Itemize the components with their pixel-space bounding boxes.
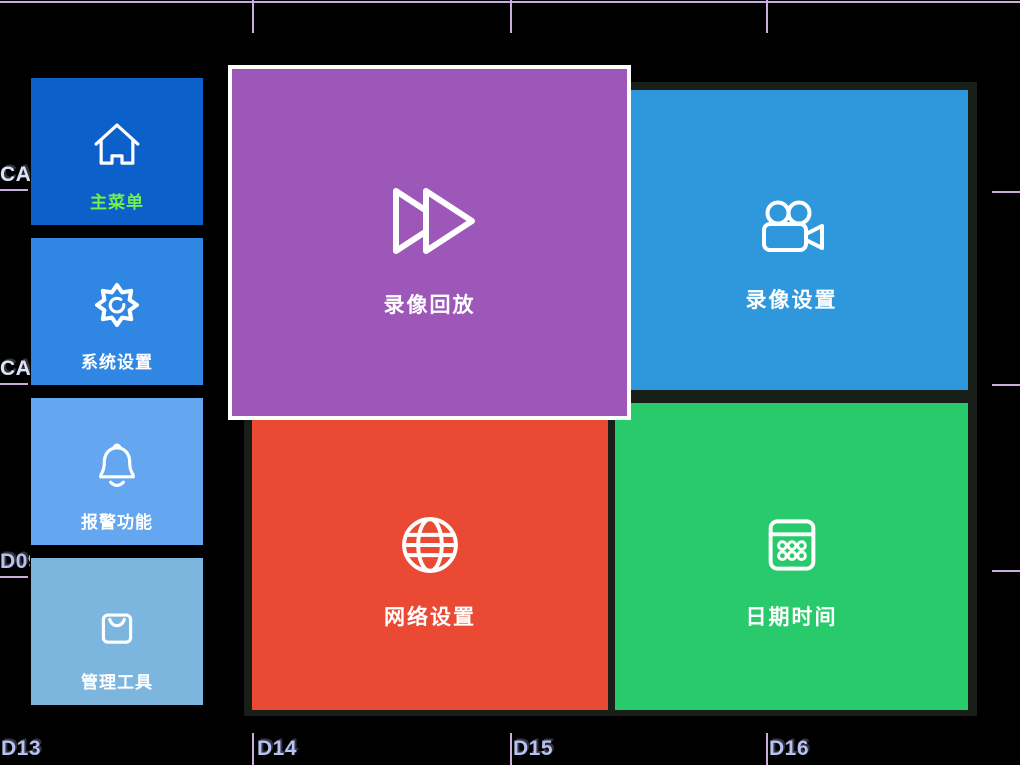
tile-record-settings[interactable]: 录像设置 — [615, 90, 968, 390]
tile-date-time[interactable]: 日期时间 — [615, 403, 968, 710]
channel-label-ca2: CA — [0, 357, 30, 380]
grid-horizontal-tick — [0, 383, 28, 385]
channel-label-d09: D09 — [0, 550, 30, 573]
sidebar-item-label: 管理工具 — [81, 673, 153, 692]
channel-label-d15: D15 — [513, 737, 554, 760]
tile-playback-selected[interactable]: 录像回放 — [228, 65, 631, 420]
gear-icon — [88, 276, 146, 334]
tile-label: 网络设置 — [384, 605, 476, 629]
globe-icon — [394, 509, 466, 581]
grid-vertical-tick — [510, 0, 512, 33]
bell-icon — [88, 436, 146, 494]
sidebar-item-management-tools[interactable]: 管理工具 — [31, 558, 203, 705]
grid-horizontal-tick — [992, 191, 1020, 193]
grid-horizontal-tick — [992, 570, 1020, 572]
home-icon — [88, 116, 146, 174]
grid-vertical-tick — [510, 733, 512, 765]
sidebar-item-system-settings[interactable]: 系统设置 — [31, 238, 203, 385]
sidebar-item-label: 系统设置 — [81, 353, 153, 372]
channel-label-d13: D13 — [1, 737, 42, 760]
tile-label: 日期时间 — [745, 605, 838, 629]
sidebar-item-main-menu[interactable]: 主菜单 — [31, 78, 203, 225]
grid-vertical-tick — [252, 0, 254, 33]
grid-vertical-tick — [252, 733, 254, 765]
grid-vertical-tick — [766, 0, 768, 33]
video-camera-icon — [756, 192, 828, 264]
channel-label-ca1: CA — [0, 163, 30, 186]
shopping-bag-icon — [88, 596, 146, 654]
channel-label-d16: D16 — [769, 737, 810, 760]
grid-horizontal-tick — [0, 576, 28, 578]
grid-vertical-tick — [766, 733, 768, 765]
sidebar-item-label: 报警功能 — [81, 513, 153, 532]
fast-forward-icon — [382, 181, 478, 261]
calendar-icon — [756, 509, 828, 581]
tile-network-settings[interactable]: 网络设置 — [252, 403, 608, 710]
sidebar-item-label: 主菜单 — [90, 193, 144, 212]
tile-label: 录像回放 — [383, 293, 476, 317]
grid-horizontal-tick — [0, 189, 28, 191]
grid-horizontal-tick — [992, 384, 1020, 386]
tile-label: 录像设置 — [745, 289, 838, 312]
sidebar-item-alarm-function[interactable]: 报警功能 — [31, 398, 203, 545]
channel-label-d14: D14 — [257, 737, 298, 760]
